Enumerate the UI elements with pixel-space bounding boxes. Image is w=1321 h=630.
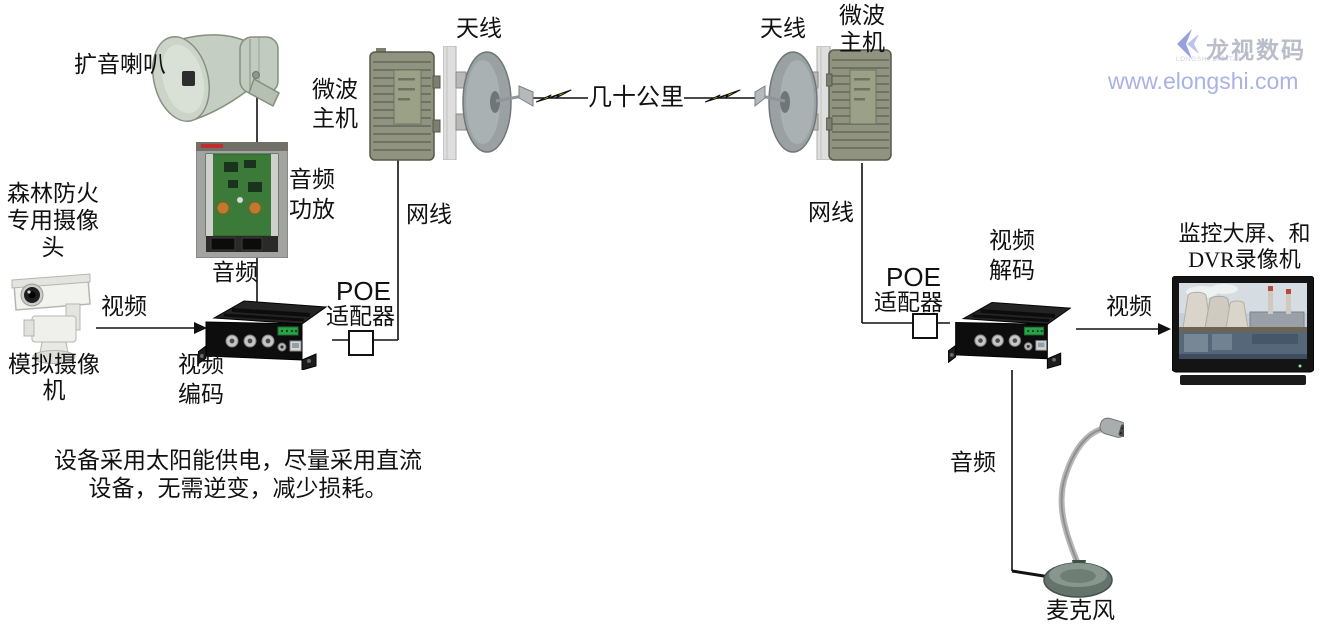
poe-adapter-left [348,330,374,356]
microwave-host-label-right: 微波 主机 [832,2,892,56]
video-label-right: 视频 [1106,294,1152,319]
video-encoder-image [198,300,328,370]
power-note-line: 设备采用太阳能供电，尽量采用直流 [54,448,422,473]
antenna-label-right: 天线 [760,16,806,41]
logo-chevron-icon [1177,29,1199,59]
encoder-label-line: 视频 [178,352,224,377]
audio-label-left: 音频 [212,260,258,285]
poe-adapter-right [912,313,938,339]
monitor-label-line: DVR录像机 [1188,247,1301,273]
decoder-label-line: 解码 [989,257,1035,283]
microwave-host-right-image [826,49,892,161]
amplifier-label-line: 音频 [289,167,335,192]
forest-camera-label: 森林防火 专用摄像 头 [2,180,104,261]
analog-camera-label: 模拟摄像 机 [2,352,106,405]
decoder-label: 视频 解码 [981,226,1043,286]
forest-camera-label-line: 专用摄像 [7,208,99,234]
decoder-label-line: 视频 [989,228,1035,253]
power-note: 设备采用太阳能供电，尽量采用直流 设备，无需逆变，减少损耗。 [36,447,440,503]
arrowhead-video-left [194,322,207,334]
link-distance-label: 几十公里 [588,85,684,111]
microwave-host-label-line: 主机 [312,105,358,131]
video-label-left: 视频 [101,294,147,319]
ptz-camera-image [11,273,91,364]
antenna-label-left: 天线 [456,16,502,41]
microphone-label: 麦克风 [1046,598,1115,623]
audio-amplifier-board-image [196,142,288,258]
monitor-label-line: 监控大屏、和 [1178,221,1311,246]
netcable-label-left: 网线 [406,202,452,227]
monitor-image [1172,276,1314,385]
microphone-image [1043,417,1124,598]
analog-camera-label-line: 模拟摄像 [8,352,100,377]
microwave-host-label-line: 微波 [312,77,358,102]
logo-text: 龙视数码 [1206,37,1306,63]
poe-label-left: POE [336,276,391,306]
encoder-label-line: 编码 [178,381,224,407]
microwave-host-left-image [369,48,441,161]
poe-adapter-label-left: 适配器 [326,304,395,329]
netcable-label-right: 网线 [808,200,854,225]
poe-label-right: POE [886,262,941,292]
lightning-bolt-left-icon [536,89,572,103]
forest-camera-label-line: 森林防火 [7,181,99,206]
amplifier-label: 音频 功放 [289,165,335,225]
wire-mic-cable [1011,569,1051,579]
lightning-bolt-right-icon [705,89,741,103]
logo-subtext: LONGSHI DIGITAL [1176,57,1243,63]
dish-antenna-left-image [443,46,534,160]
audio-label-right: 音频 [950,450,996,475]
arrowhead-video-right [1158,323,1171,335]
microwave-host-label-line: 微波 [839,3,885,28]
microwave-host-label-left: 微波 主机 [312,76,358,134]
horn-speaker-image [152,34,280,122]
website-text: www.elongshi.com [1108,68,1299,94]
power-note-line: 设备，无需逆变，减少损耗。 [88,476,388,502]
speaker-label: 扩音喇叭 [74,52,166,77]
encoder-label: 视频 编码 [168,350,234,410]
video-decoder-image [948,301,1072,369]
amplifier-label-line: 功放 [289,196,335,222]
analog-camera-label-line: 机 [42,378,66,404]
microwave-host-label-line: 主机 [839,30,885,56]
poe-adapter-label-right: 适配器 [874,290,943,315]
dish-antenna-right-image [754,46,831,160]
forest-camera-label-line: 头 [41,235,65,261]
monitor-label: 监控大屏、和 DVR录像机 [1168,221,1321,274]
